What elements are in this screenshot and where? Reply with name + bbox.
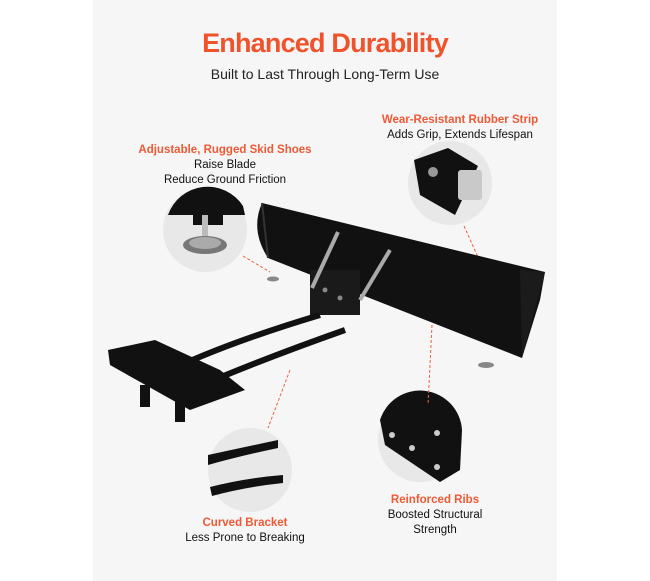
mounting-plate-icon: [108, 340, 245, 422]
skid-shoe-closeup-icon: [163, 186, 247, 272]
callout-reinforced-ribs: Reinforced Ribs Boosted Structural Stren…: [360, 493, 510, 538]
callout-skid-shoes: Adjustable, Rugged Skid Shoes Raise Blad…: [120, 143, 330, 188]
callout-line: Raise Blade: [193, 159, 256, 171]
callout-title: Reinforced Ribs: [390, 494, 480, 506]
rubber-strip-closeup-icon: [408, 141, 492, 225]
bracket-closeup-icon: [208, 428, 292, 512]
callout-curved-bracket: Curved Bracket Less Prone to Breaking: [170, 516, 320, 546]
page-title: Enhanced Durability: [202, 28, 449, 58]
spring-mount-icon: [310, 231, 392, 315]
callout-rubber-strip: Wear-Resistant Rubber Strip Adds Grip, E…: [360, 113, 560, 143]
callout-title: Curved Bracket: [202, 517, 288, 529]
callout-title: Adjustable, Rugged Skid Shoes: [138, 144, 312, 156]
callout-line: Strength: [413, 524, 457, 536]
skid-shoe-icon: [267, 276, 494, 368]
callout-line: Less Prone to Breaking: [185, 532, 305, 544]
callout-line: Adds Grip, Extends Lifespan: [387, 129, 533, 141]
callout-line: Boosted Structural: [387, 509, 483, 521]
callout-title: Wear-Resistant Rubber Strip: [381, 114, 539, 126]
page-subtitle: Built to Last Through Long-Term Use: [210, 66, 440, 82]
plow-blade-icon: [257, 202, 545, 358]
ribs-closeup-icon: [378, 390, 462, 482]
callout-line: Reduce Ground Friction: [163, 174, 287, 186]
